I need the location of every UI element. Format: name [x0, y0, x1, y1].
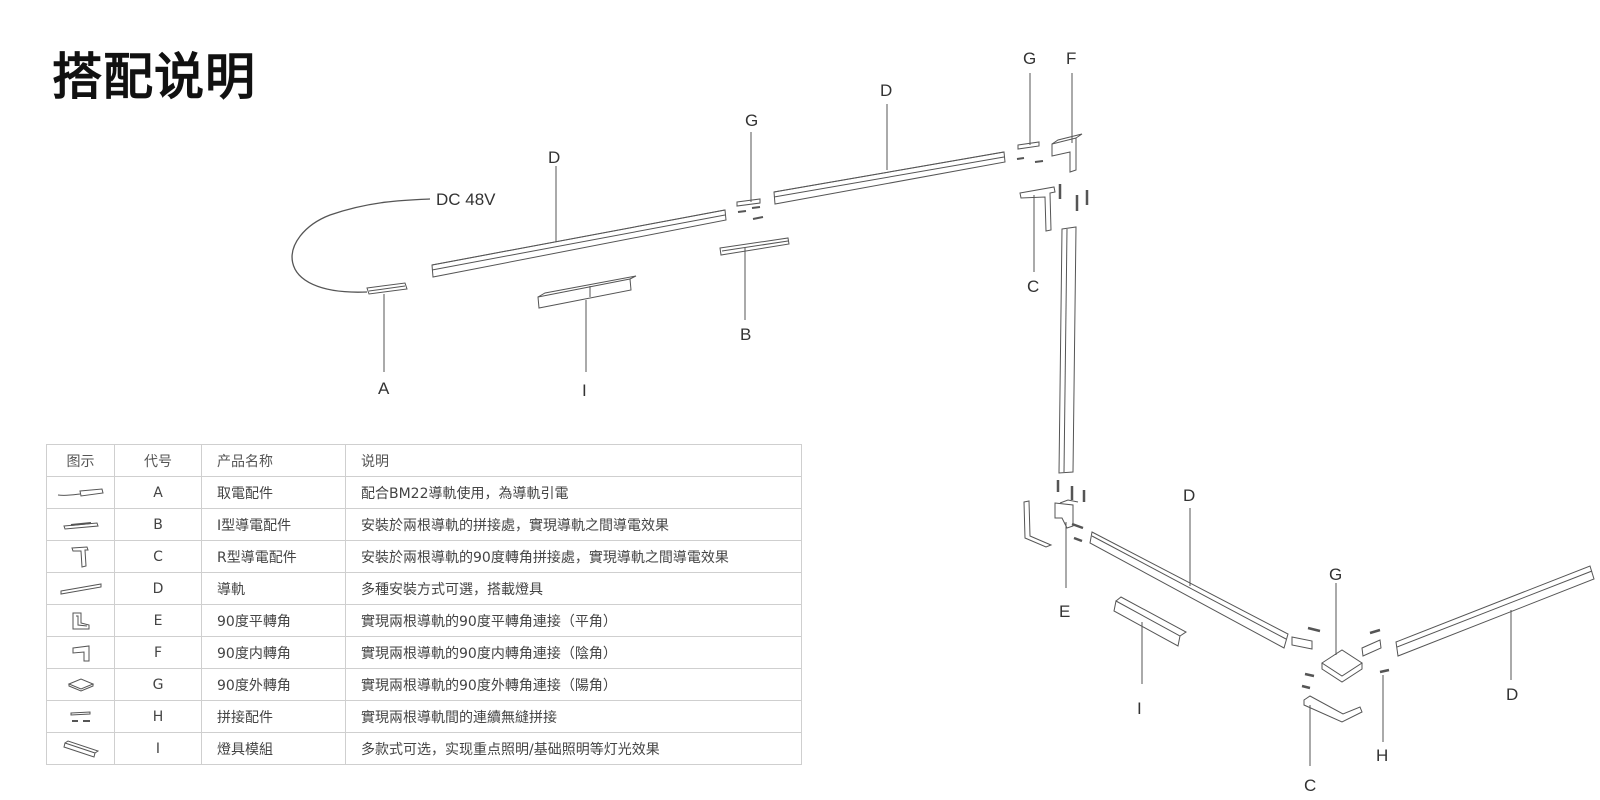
inner-corner-part [1051, 133, 1083, 173]
rail-icon [60, 582, 101, 595]
light-module-part-2 [1113, 596, 1187, 647]
callout-label: G [1329, 565, 1342, 584]
callout-label: E [1059, 602, 1070, 621]
col-header-icon: 图示 [46, 444, 115, 477]
r-connector-part-2 [1303, 695, 1363, 723]
rail-part-3 [1089, 531, 1289, 649]
page-title: 搭配说明 [52, 48, 256, 106]
power-connector-part [366, 282, 408, 295]
code-cell: F [114, 636, 202, 669]
flat-corner-part [1054, 499, 1079, 529]
name-cell: R型導電配件 [201, 540, 346, 573]
callout-label: I [1137, 699, 1142, 718]
desc-cell: 實現兩根導軌的90度平轉角連接（平角） [345, 604, 802, 637]
code-cell: G [114, 668, 202, 701]
rail-part-2 [773, 151, 1006, 205]
name-cell: I型導電配件 [201, 508, 346, 541]
callout-label: D [1506, 685, 1518, 704]
outer-corner-part [1321, 649, 1363, 683]
power-label: DC 48V [436, 190, 496, 209]
desc-cell: 實現兩根導軌的90度外轉角連接（陽角） [345, 668, 802, 701]
name-cell: 取電配件 [201, 476, 346, 509]
desc-cell: 實現兩根導軌間的連續無縫拼接 [345, 700, 802, 733]
callout-label: B [740, 325, 751, 344]
rail-part-4 [1395, 565, 1595, 657]
light-module-icon [62, 739, 99, 758]
name-cell: 燈具模組 [201, 732, 346, 765]
table-header-row: 图示 代号 产品名称 说明 [46, 444, 802, 477]
rail-part-1 [431, 209, 727, 278]
desc-cell: 安裝於兩根導軌的拼接處，實現導軌之間導電效果 [345, 508, 802, 541]
power-connector-icon [57, 487, 104, 497]
power-cable [291, 198, 431, 293]
name-cell: 90度平轉角 [201, 604, 346, 637]
desc-cell: 多款式可选，实现重点照明/基础照明等灯光效果 [345, 732, 802, 765]
col-header-code: 代号 [114, 444, 202, 477]
desc-cell: 多種安裝方式可選，搭載燈具 [345, 572, 802, 605]
name-cell: 導軌 [201, 572, 346, 605]
table-row: H 拼接配件 實現兩根導軌間的連續無縫拼接 [46, 700, 802, 733]
table-row: A 取電配件 配合BM22導軌使用，為導軌引電 [46, 476, 802, 509]
table-row: B I型導電配件 安裝於兩根導軌的拼接處，實現導軌之間導電效果 [46, 508, 802, 541]
name-cell: 拼接配件 [201, 700, 346, 733]
table-row: D 導軌 多種安裝方式可選，搭載燈具 [46, 572, 802, 605]
table-row: C R型導電配件 安裝於兩根導軌的90度轉角拼接處，實現導軌之間導電效果 [46, 540, 802, 573]
code-cell: E [114, 604, 202, 637]
r-connector-part-1 [1019, 186, 1056, 232]
rail-part-vertical [1058, 226, 1077, 474]
code-cell: A [114, 476, 202, 509]
code-cell: B [114, 508, 202, 541]
desc-cell: 配合BM22導軌使用，為導軌引電 [345, 476, 802, 509]
table-row: I 燈具模組 多款式可选，实现重点照明/基础照明等灯光效果 [46, 732, 802, 765]
code-cell: C [114, 540, 202, 573]
callout-label: A [378, 379, 390, 398]
callout-label: C [1027, 277, 1039, 296]
flat-corner-icon [72, 612, 89, 629]
callout-label: D [1183, 486, 1195, 505]
callout-label: F [1066, 49, 1076, 68]
table-row: E 90度平轉角 實現兩根導軌的90度平轉角連接（平角） [46, 604, 802, 637]
code-cell: D [114, 572, 202, 605]
i-connector-icon [62, 521, 99, 530]
desc-cell: 安裝於兩根導軌的90度轉角拼接處，實現導軌之間導電效果 [345, 540, 802, 573]
parts-table: 图示 代号 产品名称 说明 A 取電配件 配合BM22導軌使用，為導軌引電 B … [46, 444, 802, 765]
name-cell: 90度外轉角 [201, 668, 346, 701]
light-module-part-1 [537, 275, 637, 309]
r-connector-icon [70, 545, 89, 568]
table-row: G 90度外轉角 實現兩根導軌的90度外轉角連接（陽角） [46, 668, 802, 701]
callout-label: G [745, 111, 758, 130]
code-cell: I [114, 732, 202, 765]
callout-label: I [582, 381, 587, 400]
splice-connector-icon [70, 710, 90, 722]
callout-label: C [1304, 776, 1316, 795]
callout-label: D [880, 81, 892, 100]
inner-corner-icon [72, 644, 89, 661]
callout-label: H [1376, 746, 1388, 765]
outer-corner-icon [67, 677, 94, 692]
callout-label: D [548, 148, 560, 167]
callout-labels: A I D G B D G F C D E I G C H D [378, 49, 1518, 795]
name-cell: 90度内轉角 [201, 636, 346, 669]
desc-cell: 實現兩根導軌的90度内轉角連接（陰角） [345, 636, 802, 669]
col-header-desc: 说明 [345, 444, 802, 477]
table-row: F 90度内轉角 實現兩根導軌的90度内轉角連接（陰角） [46, 636, 802, 669]
col-header-name: 产品名称 [201, 444, 346, 477]
callout-label: G [1023, 49, 1036, 68]
code-cell: H [114, 700, 202, 733]
